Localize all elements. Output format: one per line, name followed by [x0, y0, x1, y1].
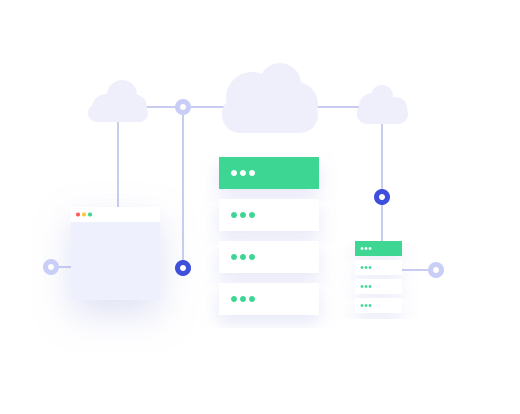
- three-dots-icon: [360, 266, 372, 269]
- browser-traffic-lights: [76, 212, 92, 217]
- traffic-light-yellow: [82, 212, 86, 217]
- server-stack-small: [355, 241, 402, 313]
- three-dots-icon: [231, 212, 255, 218]
- browser-body: [71, 207, 160, 300]
- three-dots-icon: [360, 247, 372, 250]
- server-row-small-3: [355, 279, 402, 294]
- three-dots-icon: [360, 304, 372, 307]
- connection-node-icon: [175, 99, 191, 115]
- cloud-icon: [357, 85, 408, 124]
- connection-node-icon: [374, 189, 390, 205]
- connector-lines: [51, 106, 436, 271]
- cloud-icon: [88, 80, 148, 122]
- three-dots-icon: [231, 296, 255, 302]
- server-stack-main: [219, 157, 319, 315]
- three-dots-icon: [360, 285, 372, 288]
- cloud-icon: [222, 63, 318, 133]
- three-dots-icon: [231, 170, 255, 176]
- traffic-light-red: [76, 212, 80, 217]
- server-row-small-4: [355, 298, 402, 313]
- three-dots-icon: [231, 254, 255, 260]
- server-row-small-1: [355, 241, 402, 256]
- traffic-light-green: [88, 212, 92, 217]
- browser-window: [71, 207, 160, 300]
- browser-titlebar: [71, 207, 160, 222]
- connection-node-icon: [43, 259, 59, 275]
- connection-node-icon: [428, 262, 444, 278]
- connection-node-icon: [175, 260, 191, 276]
- server-row-small-2: [355, 260, 402, 275]
